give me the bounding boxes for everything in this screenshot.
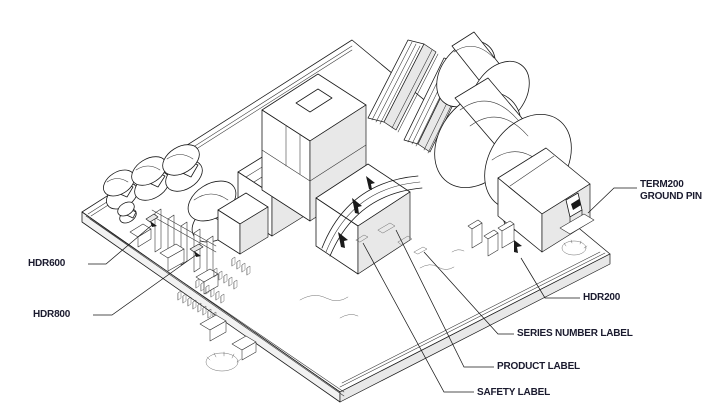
leader-hdr800: [93, 254, 197, 316]
leader-product-label: [395, 229, 494, 368]
board-surface-stickers: [355, 222, 428, 255]
callout-label-term200-line2: GROUND PIN: [640, 191, 702, 202]
center-choke-barrel: [315, 163, 423, 275]
leader-hdr200: [520, 257, 580, 299]
leader-hdr600: [88, 224, 153, 265]
callout-label-term200: TERM200 GROUND PIN: [640, 179, 702, 203]
leader-series-number-label: [423, 251, 514, 335]
leader-term200: [587, 187, 637, 214]
callout-label-series-number-label: SERIES NUMBER LABEL: [517, 328, 633, 339]
callout-label-hdr200: HDR200: [583, 292, 621, 303]
callout-label-term200-line1: TERM200: [640, 179, 684, 190]
callout-label-hdr800: HDR800: [33, 309, 71, 320]
left-component-field: [129, 213, 257, 372]
ground-terminal-tab: [559, 192, 595, 235]
leader-safety-label: [362, 242, 474, 393]
callout-label-safety-label: SAFETY LABEL: [477, 387, 550, 398]
right-front-connectors: [467, 219, 588, 257]
callout-label-product-label: PRODUCT LABEL: [497, 361, 580, 372]
main-transformer: [261, 73, 367, 222]
callout-leader-lines: [88, 187, 637, 393]
callout-label-hdr600: HDR600: [28, 258, 66, 269]
